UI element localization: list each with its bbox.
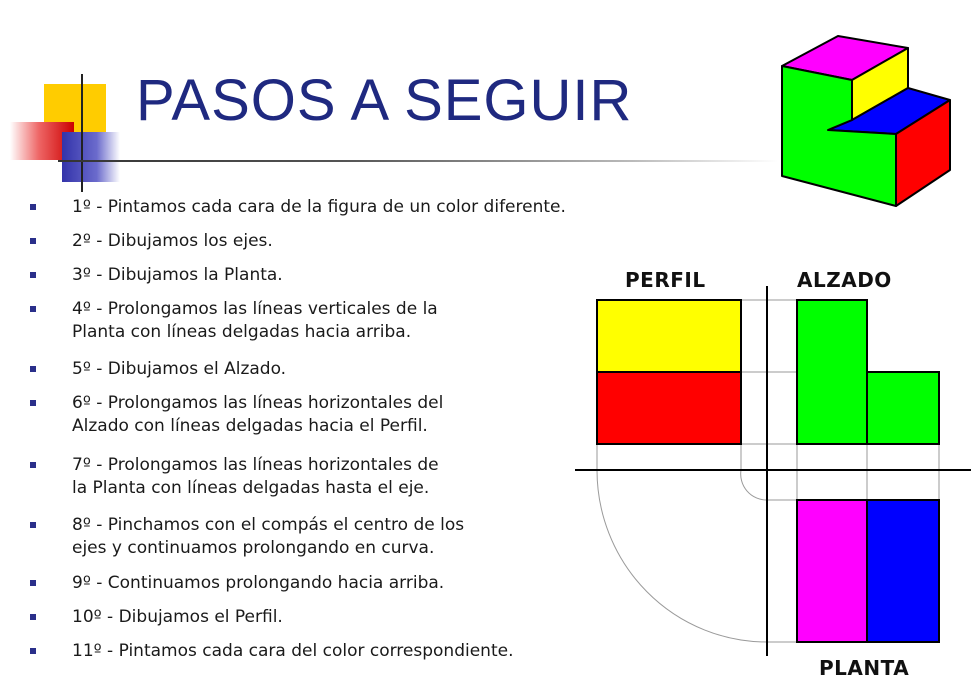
page-title: PASOS A SEGUIR xyxy=(136,68,633,133)
bullet-icon xyxy=(30,238,36,244)
alzado-label: ALZADO xyxy=(797,268,892,292)
bullet-icon xyxy=(30,614,36,620)
step-text: 9º - Continuamos prolongando hacia arrib… xyxy=(72,573,445,593)
step-text: 8º - Pinchamos con el compás el centro d… xyxy=(72,515,465,558)
step-text: 2º - Dibujamos los ejes. xyxy=(72,231,273,251)
step-text: 11º - Pintamos cada cara del color corre… xyxy=(72,641,514,661)
step-text: 10º - Dibujamos el Perfil. xyxy=(72,607,283,627)
bullet-icon xyxy=(30,306,36,312)
logo-vertical-line xyxy=(81,74,83,192)
bullet-icon xyxy=(30,462,36,468)
bullet-icon xyxy=(30,204,36,210)
perfil-label: PERFIL xyxy=(625,268,706,292)
bullet-icon xyxy=(30,648,36,654)
views-drawing xyxy=(575,286,971,656)
bullet-icon xyxy=(30,400,36,406)
bullet-icon xyxy=(30,366,36,372)
bullet-icon xyxy=(30,522,36,528)
step-text: 7º - Prolongamos las líneas horizontales… xyxy=(72,455,439,498)
step-text: 4º - Prolongamos las líneas verticales d… xyxy=(72,299,438,342)
step-text: 1º - Pintamos cada cara de la figura de … xyxy=(72,197,566,217)
bullet-icon xyxy=(30,580,36,586)
planta-label: PLANTA xyxy=(819,656,910,679)
logo-blue-square xyxy=(62,132,120,182)
title-underline xyxy=(58,160,778,162)
isometric-step-block-icon xyxy=(781,35,951,207)
step-text: 5º - Dibujamos el Alzado. xyxy=(72,359,287,379)
orthographic-views-diagram: PERFIL ALZADO PLANTA xyxy=(575,264,971,679)
step-text: 3º - Dibujamos la Planta. xyxy=(72,265,283,285)
bullet-icon xyxy=(30,272,36,278)
step-text: 6º - Prolongamos las líneas horizontales… xyxy=(72,393,444,436)
